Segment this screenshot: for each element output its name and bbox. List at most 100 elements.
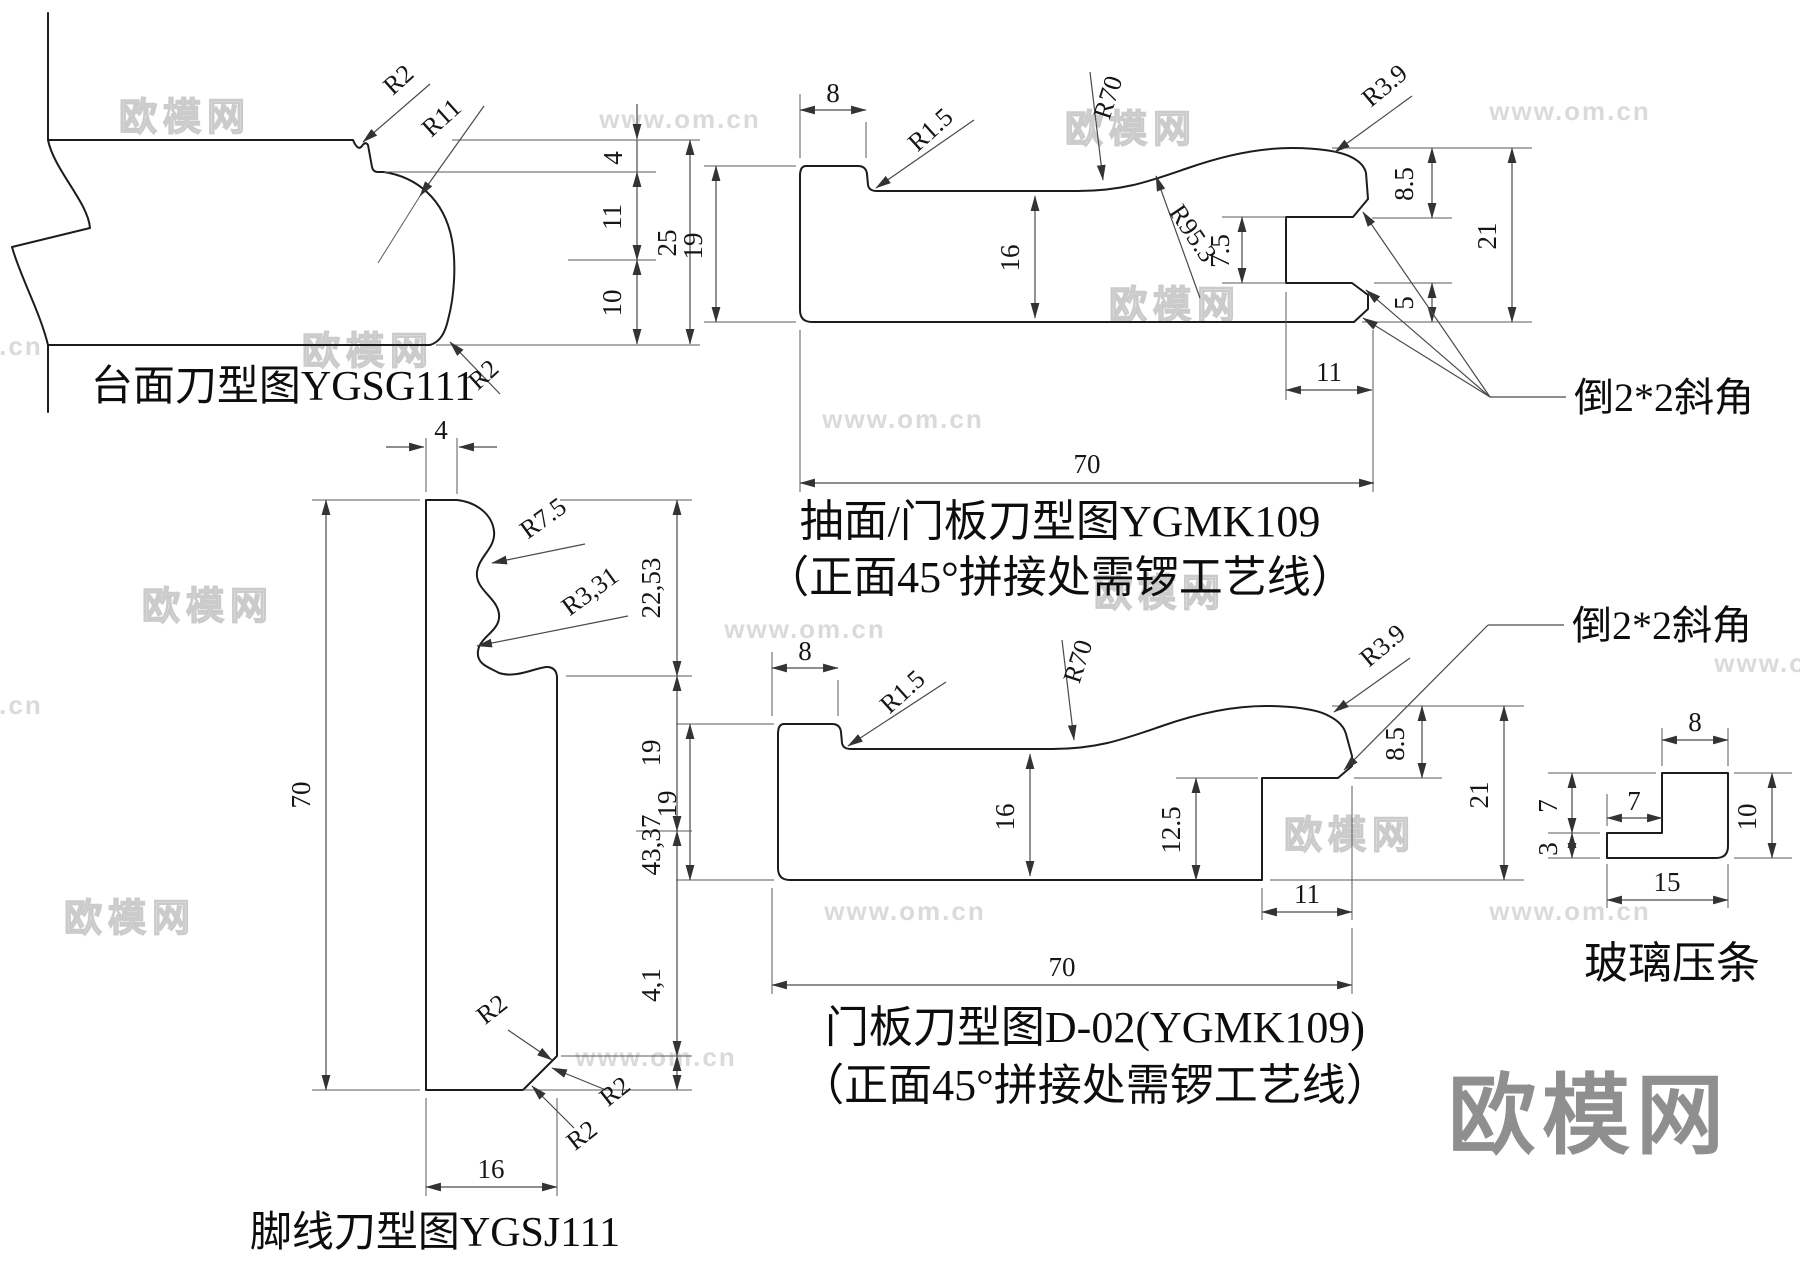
dim-label: 5 [1389,296,1419,310]
watermark-url: www.om.cn [821,404,984,434]
skirting-title: 脚线刀型图YGSJ111 [250,1210,620,1256]
dimension-line [1155,175,1201,299]
dimension-line [551,1067,607,1091]
dim-label: 16 [478,1154,505,1184]
dim-label: 8 [1688,707,1702,737]
dim-label: 8.5 [1380,727,1410,761]
dim-label: 16 [990,804,1020,831]
door-panel-subtitle: （正面45°拼接处需锣工艺线） [800,1061,1390,1110]
dim-label: 19 [636,740,666,767]
glass-bead-dimensions: 8 7 3 7 10 15 [1533,707,1792,908]
dimension-line [1365,289,1491,398]
dim-label: 70 [286,782,316,809]
dim-label: 15 [1654,867,1681,897]
radius-label: R3.9 [1354,618,1411,672]
dimension-line [1343,624,1489,771]
dim-label: 8 [826,78,840,108]
watermark-big-brand: 欧模网 [1448,1069,1730,1166]
dimension-line [1362,211,1491,398]
dim-label: 70 [1074,449,1101,479]
glass-bead-title: 玻璃压条 [1584,939,1760,988]
dimension-line [362,83,431,143]
dim-label: 4 [598,151,628,165]
countertop-break-line [11,139,91,346]
dim-label: 22,53 [636,558,666,619]
watermark-url: www.om.cn [0,331,43,361]
drawer-panel-dimensions: 8 19 16 7.5 8.5 5 21 11 [678,58,1754,492]
dimension-line [1362,317,1491,398]
dim-label: 19 [678,233,708,260]
watermark-url: www.om.cn [1713,648,1800,678]
watermark-brand: 欧模网 [302,331,434,373]
watermark-url: www.om.cn [574,1042,737,1072]
dimension-line [1333,657,1411,713]
dimension-line [449,341,501,395]
dimension-line [1089,71,1106,181]
chamfer-note: 倒2*2斜角 [1572,603,1752,648]
drawer-panel-subtitle: （正面45°拼接处需锣工艺线） [765,553,1355,602]
radius-label: R2 [471,989,513,1031]
drawer-panel-title: 抽面/门板刀型图YGMK109 [800,497,1321,546]
dimension-line [847,681,947,747]
radius-label: R1.5 [874,664,930,719]
dim-label: 21 [1472,223,1502,250]
dim-label: 25 [652,230,682,257]
dim-label: 11 [1294,879,1320,909]
watermark-brand: 欧模网 [142,586,274,628]
watermark-brand: 欧模网 [1109,285,1241,327]
door-panel-profile-path [777,705,1353,881]
skirting-dimensions: 70 4 22,53 19 43,37 4,1 16 R7.5 [286,415,692,1196]
drawer-panel-drawing: 8 19 16 7.5 8.5 5 21 11 [678,58,1754,602]
dim-label: 8 [798,636,812,666]
dim-label: 4 [434,415,448,445]
dim-label: 10 [597,290,627,317]
radius-label: R70 [1057,636,1098,686]
dim-label: 8.5 [1389,167,1419,201]
glass-bead-profile-path [1606,772,1729,859]
watermark-url: www.om.cn [598,104,761,134]
dimension-line [1334,95,1413,153]
watermark-brand: 欧模网 [119,97,251,139]
radius-label: R3,31 [556,561,624,621]
watermark-layer: 欧模网 欧模网 欧模网 欧模网 欧模网 欧模网 欧模网 欧模网 www.om.c… [0,96,1800,1166]
radius-label: R2 [377,59,419,101]
countertop-drawing: 4 11 10 25 R2 R11 R2 台面刀型图YGSG111 [11,12,700,413]
countertop-title: 台面刀型图YGSG111 [91,364,475,410]
door-panel-title: 门板刀型图D-02(YGMK109) [825,1003,1365,1052]
watermark-url: www.om.cn [723,614,886,644]
dimension-line [1061,639,1077,741]
dim-label: 3 [1533,842,1563,856]
dimension-line [531,1085,575,1129]
door-panel-drawing: 8 19 16 12.5 8.5 21 11 70 [652,603,1752,1110]
dimension-line [491,543,586,565]
watermark-brand: 欧模网 [64,898,196,940]
watermark-brand: 欧模网 [1284,815,1416,857]
dim-label: 11 [597,204,627,230]
radius-label: R95.3 [1163,199,1222,267]
dim-label: 7.5 [1205,234,1235,268]
watermark-brand: 欧模网 [1065,109,1197,151]
dim-label: 21 [1464,782,1494,809]
dim-label: 16 [995,245,1025,272]
dim-label: 7 [1533,799,1563,813]
watermark-brand: 欧模网 [1094,573,1226,615]
radius-label: R11 [416,93,467,143]
dim-label: 7 [1627,786,1641,816]
watermark-url: www.om.cn [823,896,986,926]
radius-label: R3.9 [1356,58,1413,112]
glass-bead-drawing: 8 7 3 7 10 15 玻璃压条 [1533,707,1792,988]
radius-label: R2 [594,1071,636,1113]
dim-label: 43,37 [636,815,666,876]
dim-label: 19 [652,791,682,818]
dim-label: 12.5 [1156,806,1186,853]
door-panel-dimensions: 8 19 16 12.5 8.5 21 11 70 [652,603,1752,994]
dimension-line [419,105,485,197]
dimension-line [507,1029,553,1061]
dim-label: 10 [1732,804,1762,831]
extension-line [377,195,421,264]
radius-label: R1.5 [902,102,958,157]
dimension-line [875,119,975,189]
drawer-panel-profile-path [799,147,1369,323]
